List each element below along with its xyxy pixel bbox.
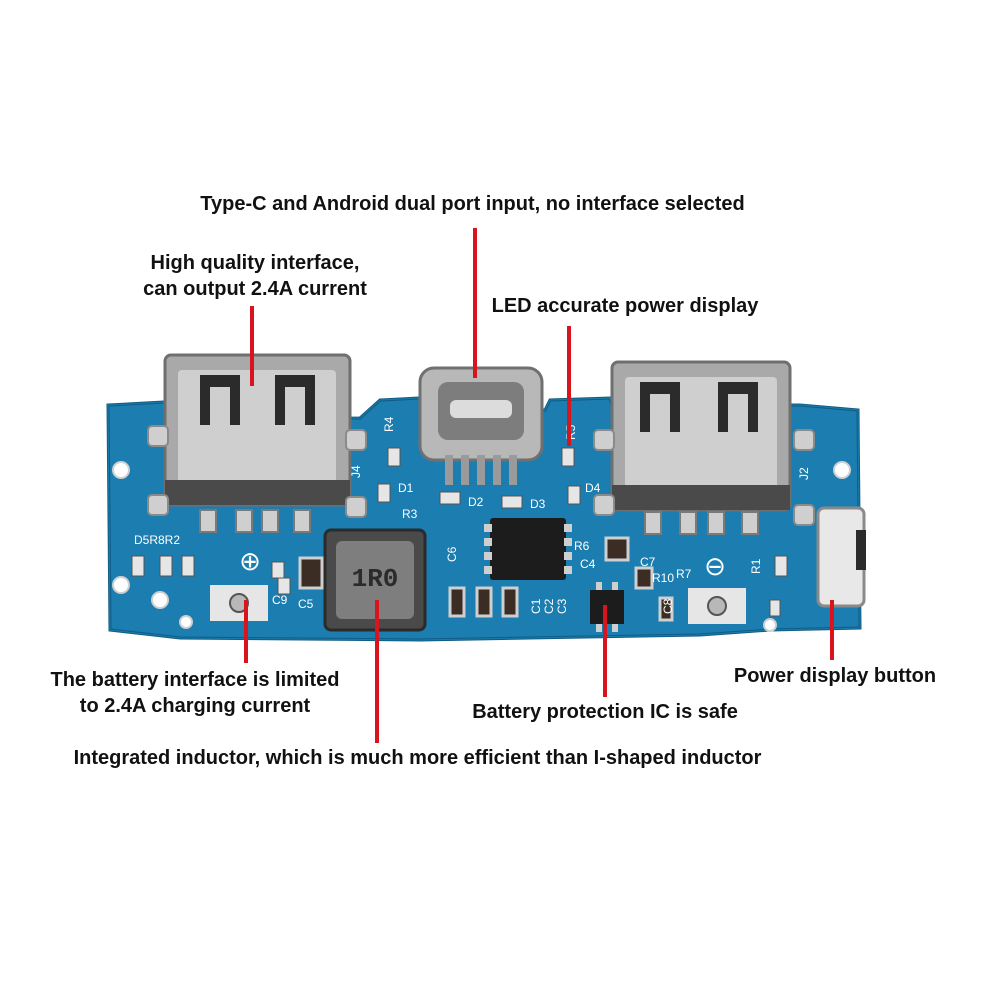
inductor-marking: 1R0 xyxy=(352,564,399,594)
plus-symbol: ⊕ xyxy=(239,546,261,576)
silk-D1: D1 xyxy=(398,481,414,495)
annotation-battery-interface: The battery interface is limited to 2.4A… xyxy=(25,667,365,719)
silk-R3: R3 xyxy=(402,507,418,521)
leader-line-protection-ic xyxy=(603,605,607,697)
annotation-battery-interface-line1: The battery interface is limited xyxy=(50,669,340,691)
usb-a-port-right xyxy=(610,360,792,512)
silk-C8: C8 xyxy=(661,598,675,614)
silk-R6: R6 xyxy=(574,539,590,553)
main-ic xyxy=(484,518,572,580)
annotation-high-quality-line1: High quality interface, xyxy=(150,252,360,274)
silk-C5: C5 xyxy=(298,597,314,611)
leader-line-high-quality xyxy=(250,306,254,386)
silk-R7: R7 xyxy=(676,567,692,581)
silk-D2: D2 xyxy=(468,495,484,509)
silk-R1: R1 xyxy=(749,558,763,574)
silk-J2: J2 xyxy=(797,467,811,480)
silk-C4: C4 xyxy=(580,557,596,571)
silk-D5R8R2: D5R8R2 xyxy=(134,533,180,547)
power-button xyxy=(816,506,866,608)
minus-symbol: ⊖ xyxy=(704,551,726,581)
silk-C6: C6 xyxy=(445,546,459,562)
silk-C1: C1 xyxy=(529,598,543,614)
leader-line-inductor xyxy=(375,600,379,743)
leader-line-led-display xyxy=(567,326,571,446)
annotation-high-quality-interface: High quality interface, can output 2.4A … xyxy=(110,250,400,302)
silk-D3: D3 xyxy=(530,497,546,511)
silk-D4: D4 xyxy=(585,481,601,495)
leader-line-type-c xyxy=(473,228,477,378)
type-c-port xyxy=(418,366,544,485)
annotation-type-c-input: Type-C and Android dual port input, no i… xyxy=(200,193,745,215)
silk-C2: C2 xyxy=(542,598,556,614)
usb-a-port-left xyxy=(163,353,352,507)
leader-line-battery-interface xyxy=(244,600,248,663)
annotation-high-quality-line2: can output 2.4A current xyxy=(143,278,367,300)
silk-C7: C7 xyxy=(640,555,656,569)
annotation-inductor: Integrated inductor, which is much more … xyxy=(73,747,762,769)
silk-J4: J4 xyxy=(349,465,363,478)
silk-R4: R4 xyxy=(382,416,396,432)
annotation-led-display: LED accurate power display xyxy=(491,295,759,317)
protection-ic xyxy=(590,582,624,632)
silk-R10: R10 xyxy=(652,571,674,585)
silk-C3: C3 xyxy=(555,598,569,614)
leader-line-power-button xyxy=(830,600,834,660)
annotation-battery-interface-line2: to 2.4A charging current xyxy=(79,695,311,717)
silk-C9: C9 xyxy=(272,593,288,607)
annotation-power-button: Power display button xyxy=(733,665,937,687)
annotation-protection-ic: Battery protection IC is safe xyxy=(472,701,738,723)
